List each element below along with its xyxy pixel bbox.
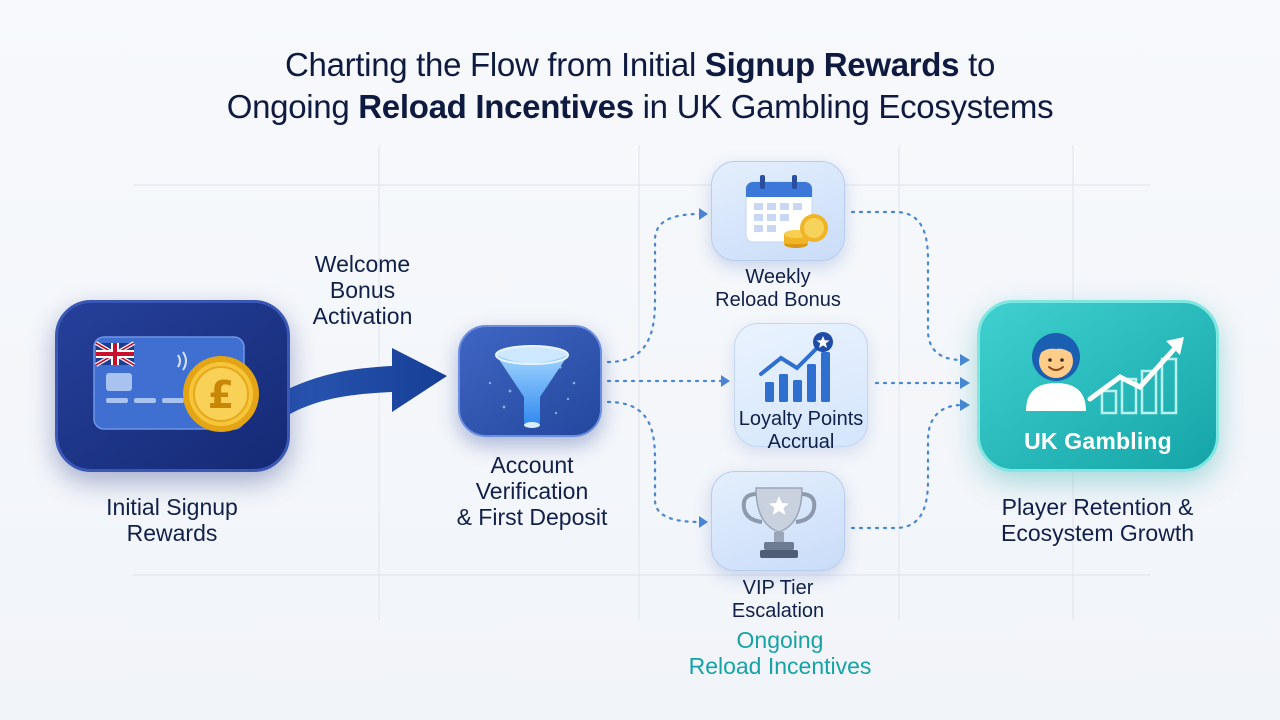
connector-weekly-goal [850,210,964,362]
svg-text:£: £ [208,373,234,417]
connector-vip-goal [850,403,964,530]
funnel-icon [488,345,576,428]
loyalty-points-tile [734,323,868,447]
arrowhead-goal-top [960,354,970,366]
signup-rewards-label: Initial Signup Rewards [106,494,238,546]
trophy-icon [741,487,817,558]
player-retention-label: Player Retention & Ecosystem Growth [1001,494,1194,546]
goal-tile-text: UK Gambling [1024,428,1172,454]
signup-rewards-tile: £ [55,300,290,472]
vip-tier-label: VIP Tier Escalation [731,577,825,622]
player-growth-icon [1026,333,1184,415]
welcome-bonus-label: Welcome Bonus Activation [312,251,413,329]
welcome-bonus-arrow [282,348,447,414]
connector-funnel-vip [606,400,702,524]
uk-gambling-goal-tile: UK Gambling [977,300,1219,472]
weekly-reload-label: Weekly Reload Bonus [715,266,841,311]
arrowhead-vip [699,516,708,528]
arrowhead-goal-mid [960,377,970,389]
arrowhead-weekly [699,208,708,220]
verification-tile [458,325,602,437]
arrowhead-loyalty [721,375,730,387]
verification-label: Account Verification & First Deposit [456,452,608,530]
vip-tier-tile [711,471,845,571]
arrowhead-goal-bottom [960,399,970,411]
loyalty-points-label: Loyalty Points Accrual [738,408,864,453]
calendar-coins-icon [745,175,828,248]
weekly-reload-tile [711,161,845,261]
connector-funnel-weekly [606,212,702,364]
credit-card-pound-coin-icon: £ [93,336,259,432]
diagram-title: Charting the Flow from Initial Signup Re… [0,44,1280,128]
bar-chart-badge-icon [759,332,833,402]
ongoing-reload-caption: Ongoing Reload Incentives [688,627,872,679]
title-line-2: Ongoing Reload Incentives in UK Gambling… [226,88,1054,125]
title-line-1: Charting the Flow from Initial Signup Re… [284,46,995,83]
